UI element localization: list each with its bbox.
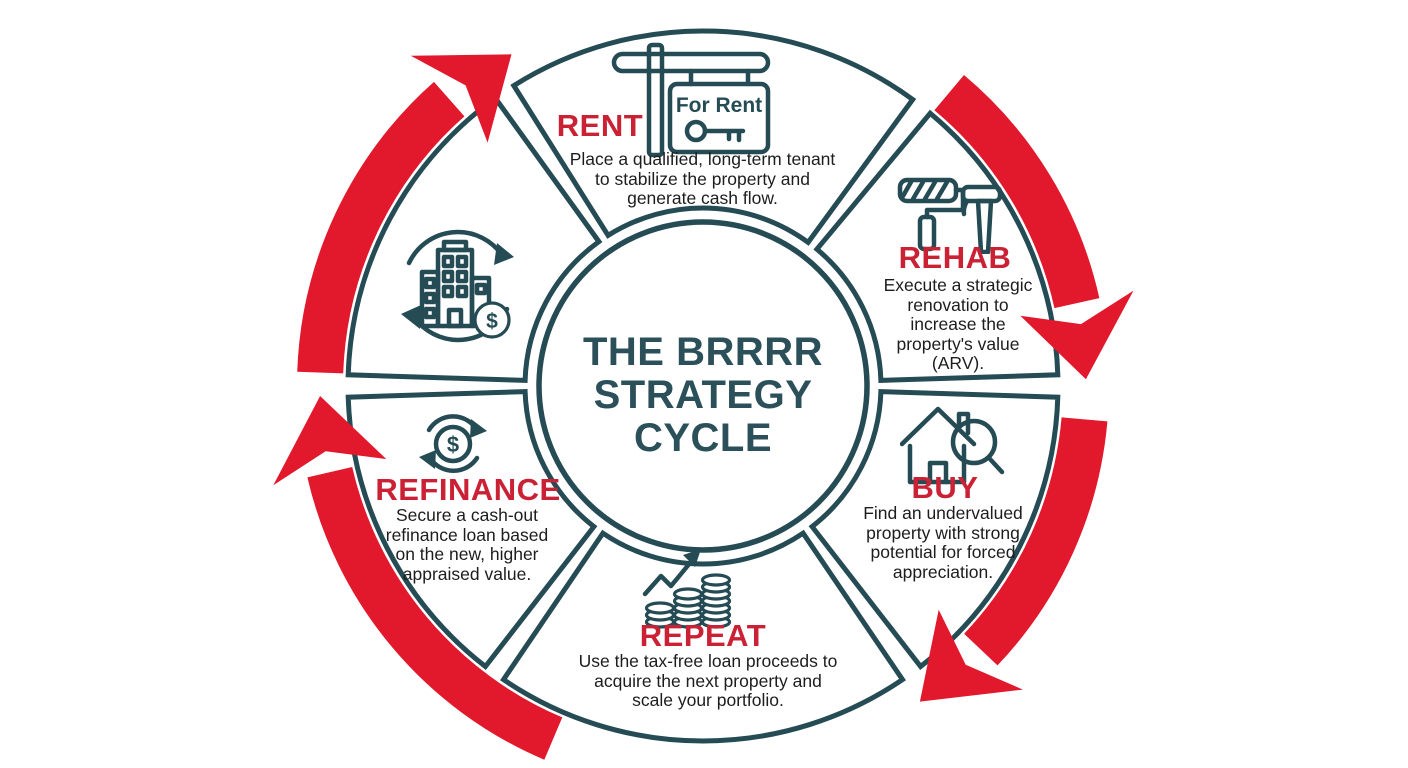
cycle-arrowhead-bottom-left — [273, 396, 387, 486]
dollar-sign: $ — [486, 310, 498, 333]
buy-label: BUY — [911, 470, 979, 505]
repeat-label: REPEAT — [639, 618, 767, 653]
segment-refinance — [345, 389, 598, 671]
rehab-description: Execute a strategic renovation to increa… — [883, 275, 1033, 373]
coins-growth-arrow-icon — [642, 549, 732, 629]
title-line-1: THE BRRRR — [582, 330, 824, 374]
paint-roller-hammer-icon — [897, 177, 1003, 254]
rent-description: Place a qualified, long-term tenant to s… — [569, 149, 836, 208]
for-rent-sign-text: For Rent — [676, 94, 762, 117]
dollar-sign: $ — [447, 432, 459, 457]
cycle-arrowhead-top-left — [410, 54, 512, 143]
repeat-description: Use the tax-free loan proceeds to acquir… — [578, 651, 838, 710]
title-line-3: CYCLE — [633, 416, 773, 460]
dollar-cycle-icon: $ — [419, 414, 487, 473]
segment-repeat — [500, 529, 906, 744]
for-rent-sign-key-icon: For Rent — [611, 42, 771, 158]
rent-label: RENT — [556, 108, 644, 143]
segment-rent — [510, 28, 917, 246]
cycle-arrowhead-bottom-right — [919, 609, 1023, 702]
center-circle — [536, 219, 870, 553]
cycle-arrow-bottom-left — [307, 466, 563, 760]
cycle-arrow-top-right — [934, 74, 1100, 309]
cycle-arrow-bottom-right — [963, 417, 1108, 666]
refinance-description: Secure a cash-out refinance loan based o… — [385, 505, 549, 584]
refinance-label: REFINANCE — [375, 472, 561, 507]
cycle-arrow-top-left — [297, 81, 465, 374]
house-magnifier-icon — [900, 406, 1005, 485]
page-title: THE BRRRR STRATEGY CYCLE — [533, 331, 873, 460]
building-dollar-cycle-icon: $ — [401, 229, 514, 343]
cycle-arrowhead-top-right — [1020, 290, 1134, 380]
rehab-label: REHAB — [898, 240, 1012, 275]
buy-description: Find an undervalued property with strong… — [863, 503, 1023, 582]
title-line-2: STRATEGY — [593, 373, 813, 417]
